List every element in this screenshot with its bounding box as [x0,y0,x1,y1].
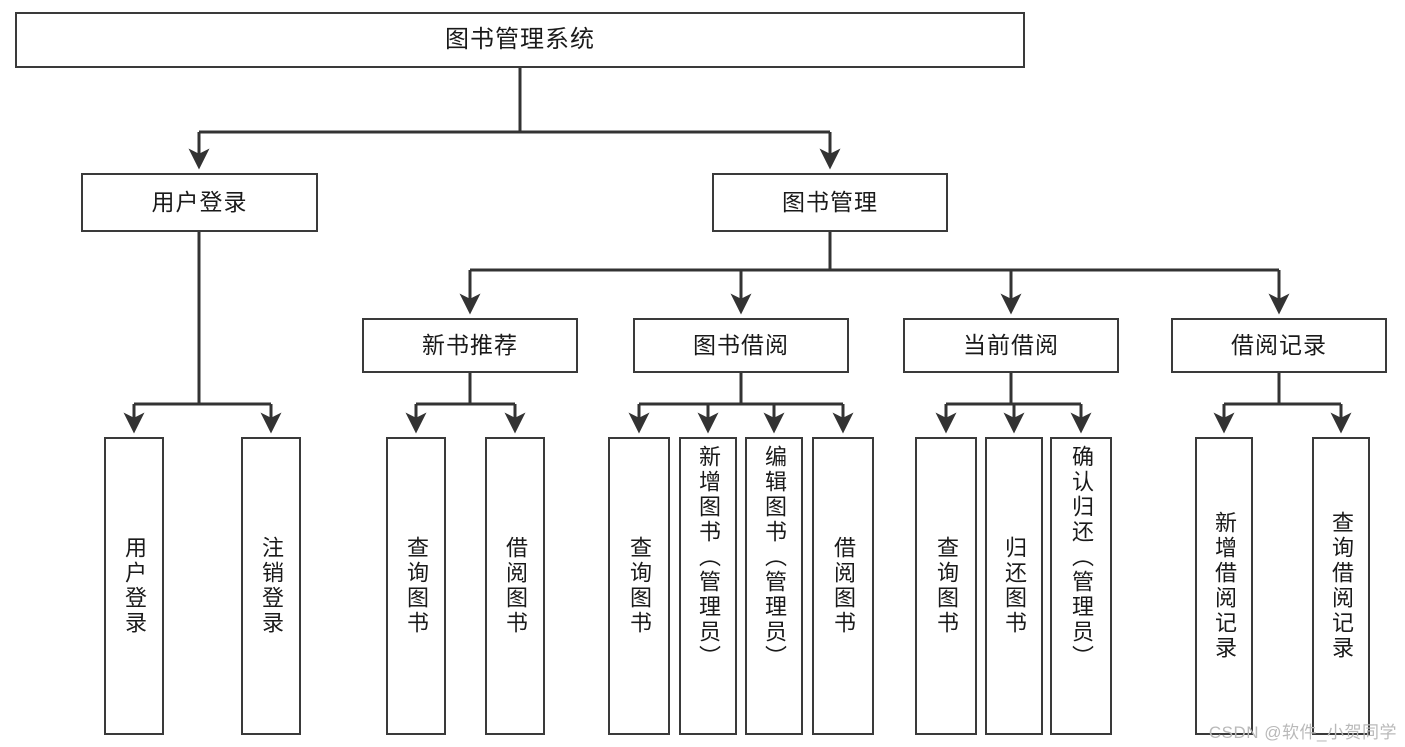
csdn-watermark: CSDN @软件_小贺同学 [1208,723,1397,742]
node-leaf-borrow-book-recommend-label: 借阅图书 [503,536,528,636]
node-borrow-record-label: 借阅记录 [1231,331,1327,358]
node-root-label: 图书管理系统 [445,25,595,53]
node-leaf-borrow-book-recommend[interactable]: 借阅图书 [485,437,545,735]
node-leaf-query-book-recommend-label: 查询图书 [404,536,429,636]
node-leaf-add-book-label: 新增图书（管理员） [696,445,721,670]
node-leaf-borrow-book[interactable]: 借阅图书 [812,437,874,735]
node-new-book-recommend-label: 新书推荐 [422,331,518,358]
node-book-borrow[interactable]: 图书借阅 [633,318,849,373]
node-book-management[interactable]: 图书管理 [712,173,948,232]
node-leaf-query-borrow-record[interactable]: 查询借阅记录 [1312,437,1370,735]
node-leaf-query-book-recommend[interactable]: 查询图书 [386,437,446,735]
node-leaf-return-book-label: 归还图书 [1002,536,1027,636]
node-root[interactable]: 图书管理系统 [15,12,1025,68]
node-leaf-query-book-borrow-label: 查询图书 [627,536,652,636]
node-leaf-edit-book-label: 编辑图书（管理员） [762,445,787,670]
node-leaf-add-book[interactable]: 新增图书（管理员） [679,437,737,735]
node-leaf-add-borrow-record-label: 新增借阅记录 [1212,511,1237,661]
node-book-management-label: 图书管理 [782,188,878,215]
node-current-borrow-label: 当前借阅 [963,331,1059,358]
node-leaf-user-login-label: 用户登录 [122,536,147,636]
node-leaf-edit-book[interactable]: 编辑图书（管理员） [745,437,803,735]
node-user-login[interactable]: 用户登录 [81,173,318,232]
node-user-login-label: 用户登录 [151,188,248,215]
node-leaf-logout-login-label: 注销登录 [259,536,284,636]
node-borrow-record[interactable]: 借阅记录 [1171,318,1387,373]
node-leaf-logout-login[interactable]: 注销登录 [241,437,301,735]
node-current-borrow[interactable]: 当前借阅 [903,318,1119,373]
node-new-book-recommend[interactable]: 新书推荐 [362,318,578,373]
node-leaf-add-borrow-record[interactable]: 新增借阅记录 [1195,437,1253,735]
node-leaf-query-book-borrow[interactable]: 查询图书 [608,437,670,735]
node-book-borrow-label: 图书借阅 [693,331,789,358]
node-leaf-user-login[interactable]: 用户登录 [104,437,164,735]
node-leaf-borrow-book-label: 借阅图书 [831,536,856,636]
node-leaf-query-borrow-record-label: 查询借阅记录 [1329,511,1354,661]
node-leaf-query-book-current-label: 查询图书 [934,536,959,636]
node-leaf-confirm-return-label: 确认归还（管理员） [1069,445,1094,670]
node-leaf-return-book[interactable]: 归还图书 [985,437,1043,735]
node-leaf-confirm-return[interactable]: 确认归还（管理员） [1050,437,1112,735]
node-leaf-query-book-current[interactable]: 查询图书 [915,437,977,735]
